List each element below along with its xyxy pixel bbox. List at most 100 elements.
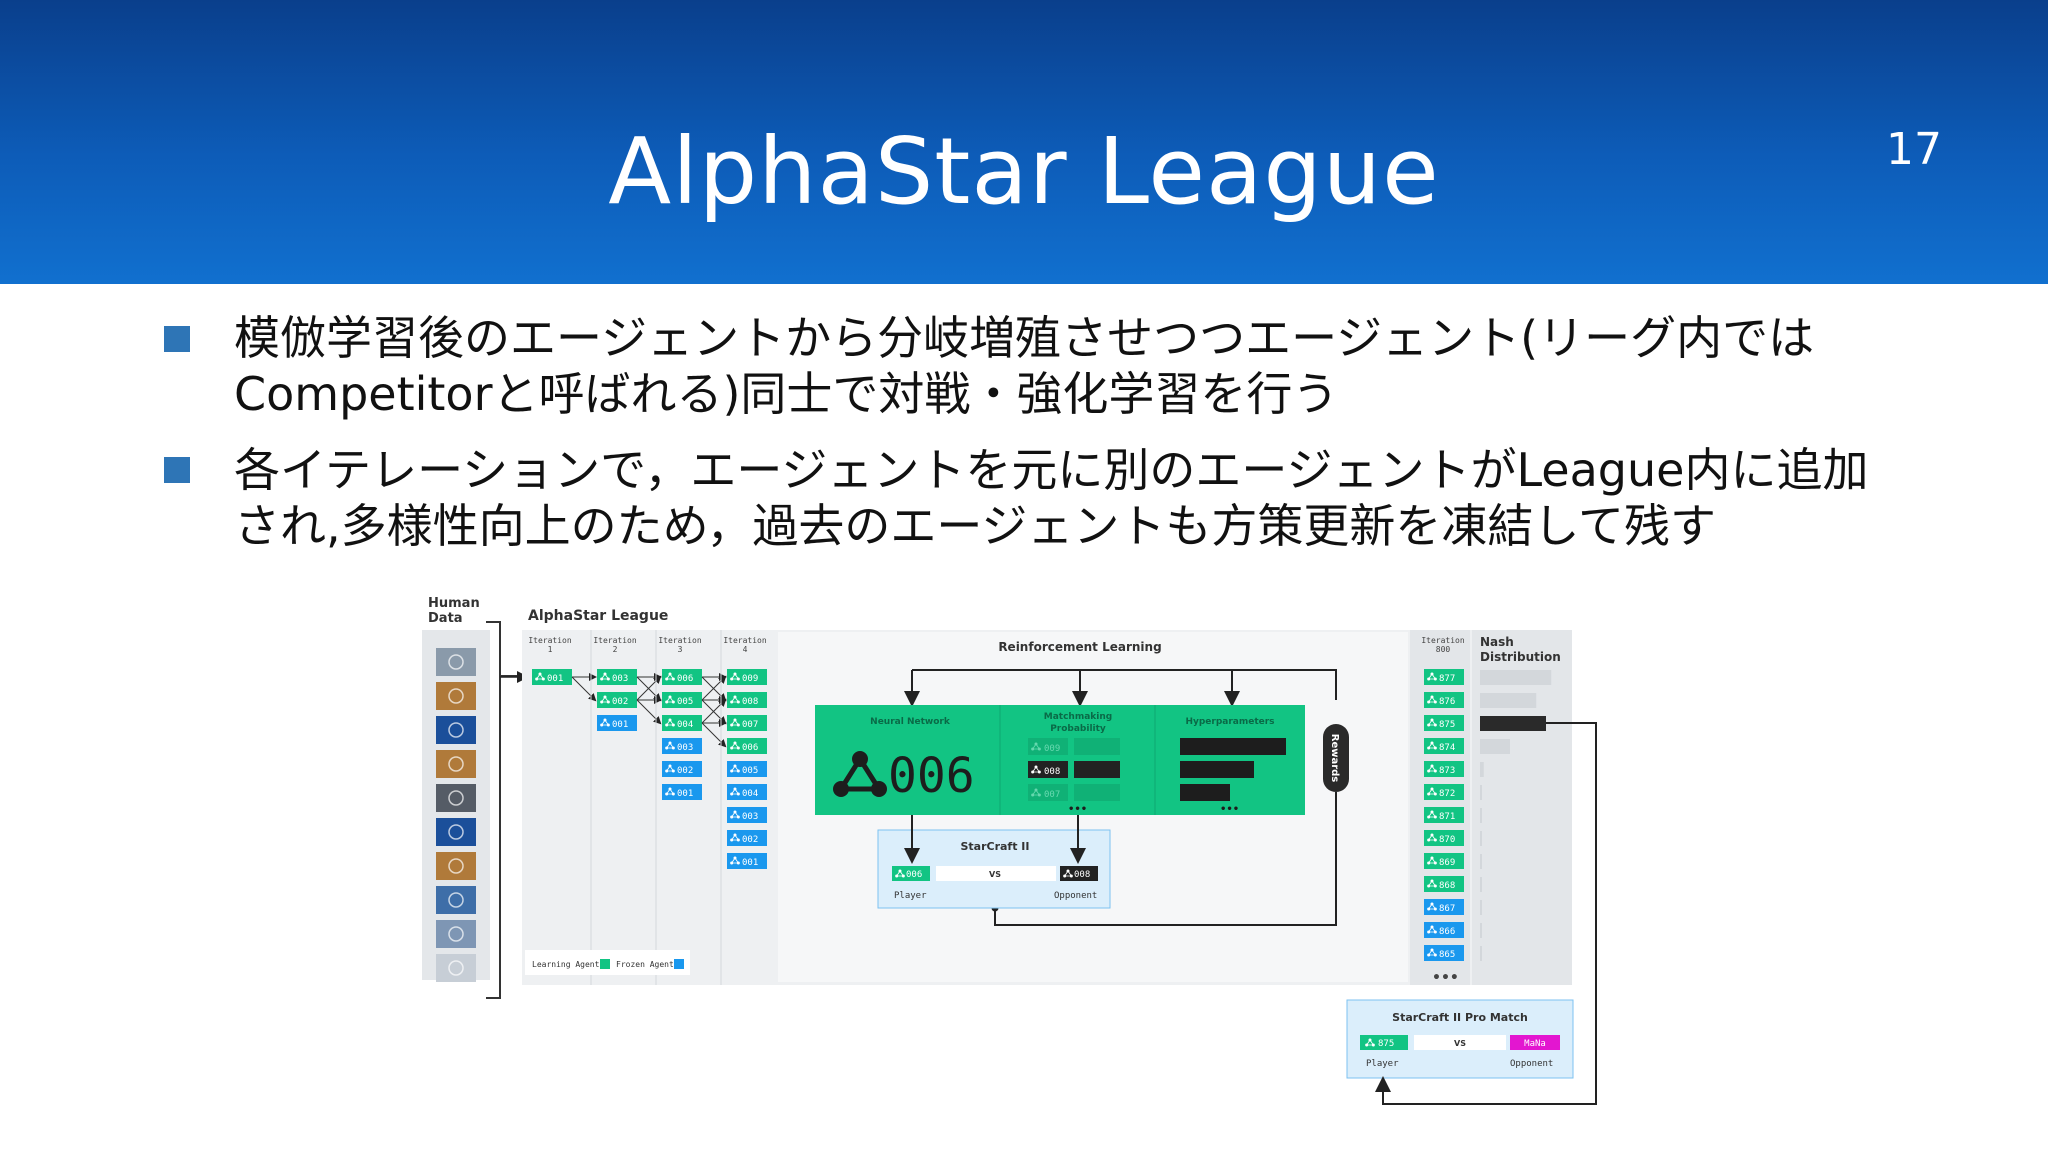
pro-player-label: Player [1366, 1059, 1399, 1069]
learning-agent-chip: 003 [597, 669, 637, 685]
nash-weight-bar [1480, 946, 1482, 961]
iteration-label: 3 [678, 645, 683, 654]
legend-learning-swatch [600, 959, 610, 969]
svg-text:003: 003 [677, 743, 693, 753]
pro-player-id: 875 [1378, 1039, 1394, 1049]
frozen-agent-chip: 002 [662, 761, 702, 777]
learning-agent-chip: 869 [1424, 853, 1464, 869]
learning-agent-chip: 002 [597, 692, 637, 708]
learning-agent-chip: 006 [727, 738, 767, 754]
bullet-marker-2 [164, 457, 190, 483]
pro-opponent-name: MaNa [1524, 1039, 1546, 1049]
svg-text:874: 874 [1439, 743, 1455, 753]
nash-weight-bar [1480, 831, 1482, 846]
nash-label-1: Nash [1480, 635, 1514, 649]
replay-thumbnail [436, 716, 476, 744]
svg-text:003: 003 [612, 674, 628, 684]
pro-match-connector [1382, 722, 1597, 1105]
opponent-label: Opponent [1054, 891, 1097, 901]
svg-text:009: 009 [742, 674, 758, 684]
human-data-label-2: Data [428, 611, 463, 626]
learning-agent-chip: 873 [1424, 761, 1464, 777]
nash-weight-bar [1480, 808, 1482, 823]
frozen-agent-chip: 866 [1424, 922, 1464, 938]
iteration-label: Iteration [723, 636, 767, 645]
learning-agent-chip: 001 [532, 669, 572, 685]
vs-label: VS [989, 870, 1001, 879]
hyperparameter-ellipsis: ••• [1220, 804, 1239, 815]
rl-feedback-line [911, 669, 1337, 702]
svg-text:004: 004 [677, 720, 693, 730]
replay-thumbnail [436, 852, 476, 880]
svg-text:875: 875 [1439, 720, 1455, 730]
svg-text:006: 006 [677, 674, 693, 684]
svg-text:865: 865 [1439, 950, 1455, 960]
starcraft-match-box [877, 829, 1111, 909]
svg-text:001: 001 [742, 858, 758, 868]
svg-text:006: 006 [742, 743, 758, 753]
pro-vs-box [1414, 1035, 1506, 1050]
player-label: Player [894, 891, 927, 901]
bullet-2-line-1: 各イテレーションで，エージェントを元に別のエージェントがLeague内に追加 [234, 443, 1869, 497]
opponent-id: 008 [1074, 870, 1090, 880]
svg-text:002: 002 [677, 766, 693, 776]
human-data-column [422, 630, 490, 980]
learning-agent-chip: 007 [727, 715, 767, 731]
svg-text:002: 002 [612, 697, 628, 707]
pro-match-title: StarCraft II Pro Match [1392, 1011, 1528, 1024]
nash-weight-bar [1480, 716, 1546, 731]
pro-opponent-label: Opponent [1510, 1059, 1553, 1069]
nash-weight-bar [1480, 785, 1482, 800]
frozen-agent-chip: 002 [727, 830, 767, 846]
frozen-agent-chip: 004 [727, 784, 767, 800]
pro-vs-label: VS [1454, 1039, 1466, 1048]
matchmaking-label-2: Probability [1050, 724, 1106, 734]
rl-panel [778, 632, 1408, 982]
svg-text:877: 877 [1439, 674, 1455, 684]
replay-thumbnail [436, 750, 476, 778]
matchmaking-row: 008 [1028, 761, 1120, 778]
rewards-label: Rewards [1329, 734, 1340, 783]
frozen-agent-chip: 003 [727, 807, 767, 823]
opponent-chip [1060, 866, 1098, 881]
replay-thumbnail [436, 954, 476, 982]
nash-weight-bar [1480, 877, 1482, 892]
iteration-label: Iteration [658, 636, 702, 645]
nash-weight-bar [1480, 854, 1482, 869]
iteration-label: 1 [548, 645, 553, 654]
final-column-ellipsis: ••• [1432, 970, 1459, 986]
bullet-2-line-2: され,多様性向上のため，過去のエージェントも方策更新を凍結して残す [234, 499, 1717, 553]
svg-text:871: 871 [1439, 812, 1455, 822]
page-number: 17 [1886, 124, 1942, 175]
final-iteration-column [1410, 630, 1470, 985]
pro-opponent-chip [1510, 1035, 1560, 1050]
learning-agent-chip: 006 [662, 669, 702, 685]
rl-title: Reinforcement Learning [998, 640, 1161, 654]
frozen-agent-chip: 001 [662, 784, 702, 800]
bullet-1-line-1: 模倣学習後のエージェントから分岐増殖させつつエージェント(リーグ内では [234, 311, 1815, 365]
title-banner [0, 0, 2048, 284]
iteration-label: Iteration [593, 636, 637, 645]
nash-weight-bar [1480, 900, 1482, 915]
nash-weight-bar [1480, 693, 1537, 708]
nash-weight-bar [1480, 739, 1510, 754]
learning-agent-chip: 009 [727, 669, 767, 685]
matchmaking-row: 007 [1028, 784, 1120, 801]
learning-agent-chip: 877 [1424, 669, 1464, 685]
svg-text:008: 008 [742, 697, 758, 707]
svg-text:004: 004 [742, 789, 758, 799]
replay-thumbnail [436, 784, 476, 812]
legend-frozen-label: Frozen Agent [616, 960, 674, 969]
frozen-agent-chip: 003 [662, 738, 702, 754]
hyperparameter-bars [1180, 738, 1286, 801]
svg-text:002: 002 [742, 835, 758, 845]
legend-box [525, 950, 690, 975]
nash-weight-bar [1480, 762, 1484, 777]
learning-agent-chip: 876 [1424, 692, 1464, 708]
svg-text:866: 866 [1439, 927, 1455, 937]
nash-weight-bar [1480, 670, 1552, 685]
neural-network-label: Neural Network [870, 717, 951, 727]
current-agent-id: 006 [888, 748, 975, 804]
matchmaking-ellipsis: ••• [1068, 804, 1087, 815]
human-data-bracket [486, 621, 520, 999]
